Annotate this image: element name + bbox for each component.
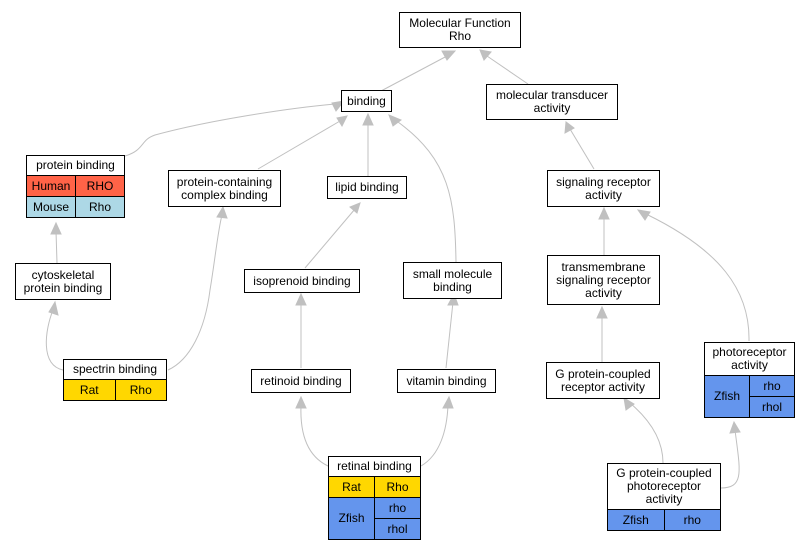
edge-gpcr-photo-to-gpcr [629, 402, 664, 464]
edge-photoreceptor-to-signaling [645, 213, 750, 342]
node-molecular-function-rho[interactable]: Molecular Function Rho [399, 12, 521, 48]
node-retinoid-binding[interactable]: retinoid binding [251, 369, 351, 393]
arrow-signaling-a [598, 206, 610, 220]
node-isoprenoid-binding[interactable]: isoprenoid binding [244, 269, 360, 293]
gene-row-rat: Rat Rho [329, 477, 420, 497]
edge-transducer-to-root [486, 55, 529, 85]
arrow-retinoid [295, 395, 307, 409]
node-protein-binding[interactable]: protein binding Human RHO Mouse Rho [26, 155, 125, 218]
node-transmembrane-signaling-receptor-activity[interactable]: transmembrane signaling receptor activit… [547, 255, 660, 305]
edge-spectrin-to-cytoskeletal [45, 309, 64, 371]
edge-retinal-to-vitamin [420, 404, 449, 467]
gene-group-zfish: Zfish rho rhol [705, 375, 794, 417]
arrow-photoreceptor [729, 420, 741, 434]
edge-spectrin-to-complex [167, 214, 223, 371]
node-photoreceptor-activity[interactable]: photoreceptor activity Zfish rho rhol [704, 342, 795, 418]
arrow-isoprenoid [295, 292, 307, 306]
edge-protein-binding-to-binding [124, 103, 336, 157]
arrow-root-b [479, 49, 492, 61]
edge-isoprenoid-to-lipid [304, 208, 356, 269]
node-small-molecule-binding[interactable]: small molecule binding [403, 262, 502, 299]
node-g-protein-coupled-photoreceptor-activity[interactable]: G protein-coupled photoreceptor activity… [607, 463, 721, 531]
node-retinal-binding[interactable]: retinal binding Rat Rho Zfish rho rhol [328, 456, 421, 540]
arrow-transducer [564, 121, 575, 134]
arrow-signaling-b [636, 209, 651, 221]
arrow-binding-b [336, 115, 348, 128]
edge-signaling-to-transducer [569, 128, 595, 170]
edge-cytoskeletal-to-protein [55, 230, 58, 264]
edge-gpcr-photo-to-photoreceptor [720, 429, 740, 489]
arrow-complex [216, 205, 228, 219]
edge-complex-to-binding [257, 120, 341, 170]
node-lipid-binding[interactable]: lipid binding [327, 176, 407, 199]
arrow-vitamin [442, 395, 454, 409]
gene-row-mouse: Mouse Rho [27, 196, 124, 217]
arrow-root-a [441, 50, 457, 61]
node-protein-containing-complex-binding[interactable]: protein-containing complex binding [168, 170, 281, 207]
gene-group-zfish: Zfish rho rhol [329, 497, 420, 539]
arrow-protein [50, 221, 62, 235]
node-g-protein-coupled-receptor-activity[interactable]: G protein-coupled receptor activity [546, 362, 660, 399]
gene-row-rat: Rat Rho [64, 380, 166, 400]
arrow-gpcr [623, 397, 635, 411]
arrow-binding-c [362, 112, 374, 126]
arrow-binding-d [388, 114, 402, 127]
edge-retinal-to-retinoid [300, 404, 329, 467]
edge-binding-to-root [380, 55, 448, 92]
gene-row-human: Human RHO [27, 176, 124, 196]
edge-small-molecule-to-binding [397, 121, 457, 263]
edge-vitamin-to-small [445, 301, 454, 369]
node-molecular-transducer-activity[interactable]: molecular transducer activity [486, 84, 618, 120]
node-spectrin-binding[interactable]: spectrin binding Rat Rho [63, 359, 167, 401]
gene-row-zfish: Zfish rho [608, 510, 720, 530]
node-cytoskeletal-protein-binding[interactable]: cytoskeletal protein binding [15, 263, 111, 300]
node-signaling-receptor-activity[interactable]: signaling receptor activity [547, 170, 660, 207]
arrow-lipid [349, 202, 361, 214]
arrow-small [447, 292, 459, 306]
node-binding[interactable]: binding [341, 90, 392, 112]
node-vitamin-binding[interactable]: vitamin binding [397, 369, 496, 393]
arrow-cytoskeletal [48, 300, 59, 316]
arrow-transmembrane [596, 305, 608, 319]
